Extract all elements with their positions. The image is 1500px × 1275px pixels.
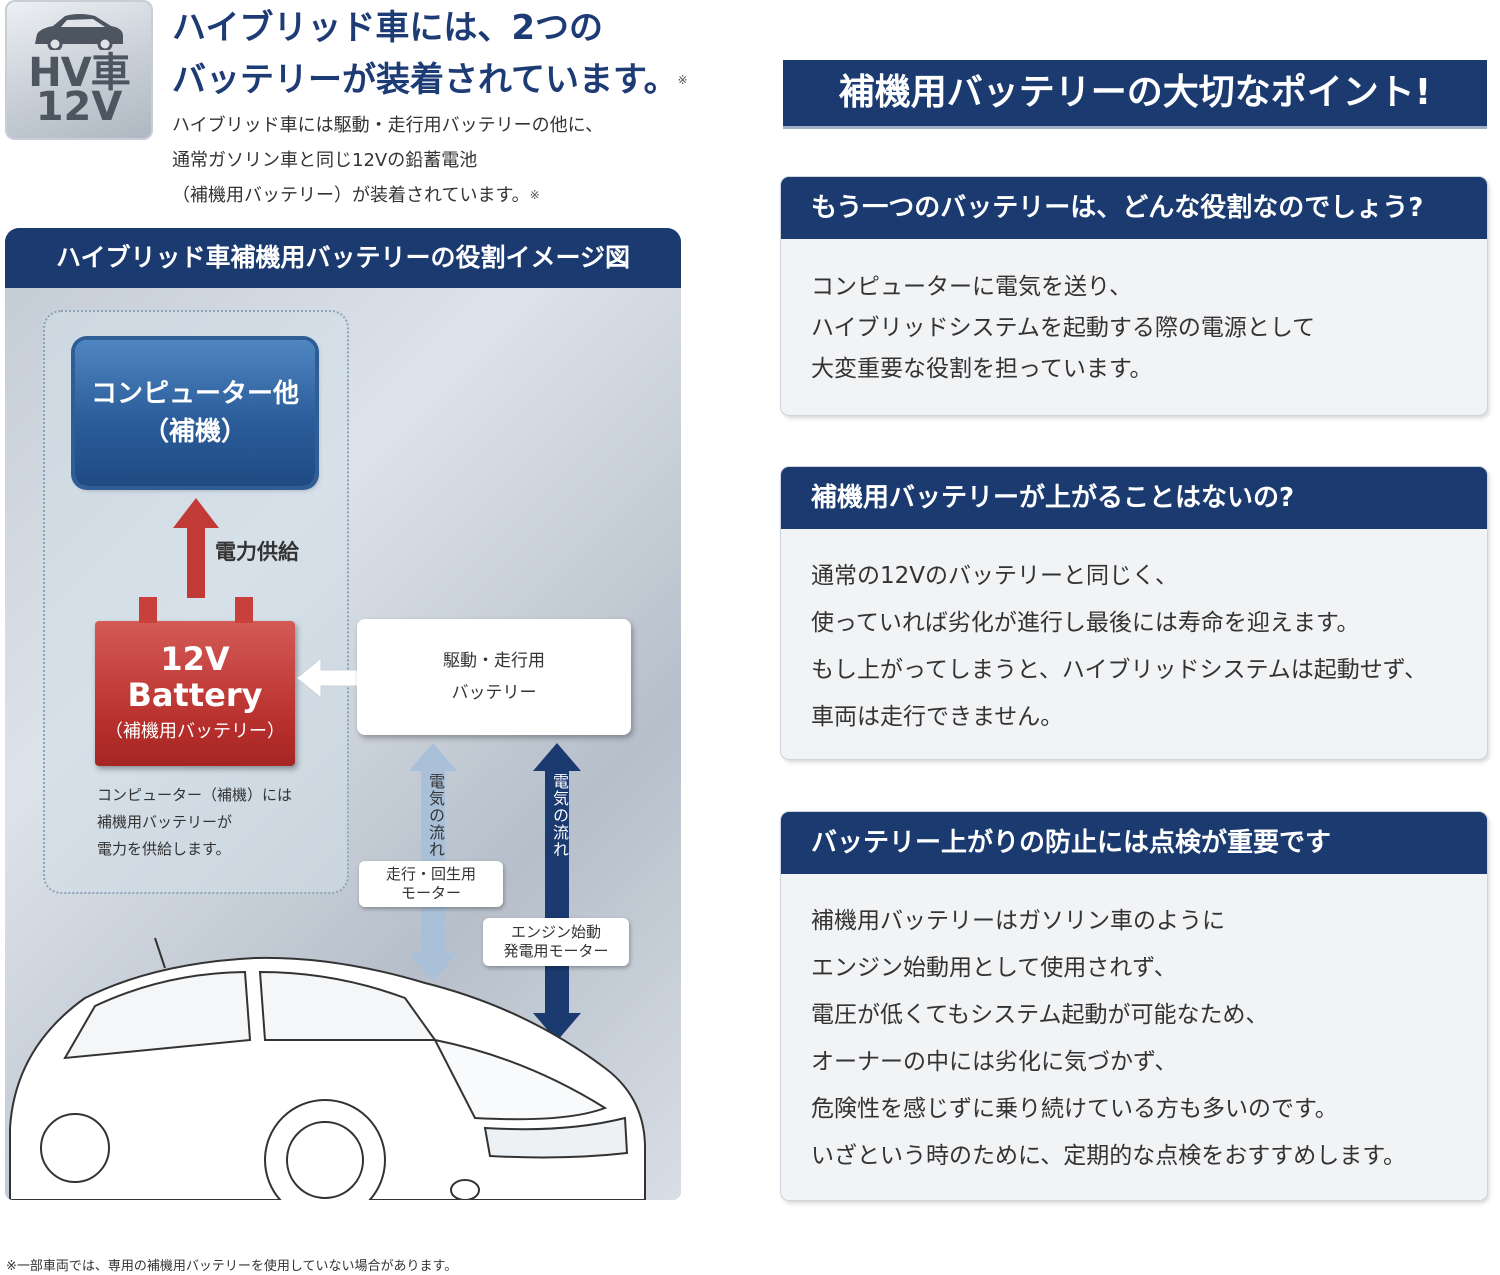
- diagram-title: ハイブリッド車補機用バッテリーの役割イメージ図: [5, 228, 681, 288]
- card-role-heading: もう一つのバッテリーは、どんな役割なのでしょう?: [781, 177, 1487, 239]
- badge-line1: HV車: [28, 50, 130, 96]
- car-icon: [35, 14, 123, 50]
- battery-note-line3: 電力を供給します。: [97, 840, 231, 858]
- title-line1: ハイブリッド車には、2つの: [172, 8, 603, 48]
- role-diagram-panel: ハイブリッド車補機用バッテリーの役割イメージ図 コンピューター他 （補機） 電力…: [5, 228, 681, 1200]
- card-inspection-line6: いざという時のために、定期的な点検をおすすめします。: [811, 1143, 1407, 1169]
- card-role-body: コンピューターに電気を送り、 ハイブリッドシステムを起動する際の電源として 大変…: [781, 239, 1487, 390]
- computer-sublabel: （補機）: [142, 417, 247, 447]
- card-role-line1: コンピューターに電気を送り、: [811, 274, 1133, 300]
- battery-terminal-left: [139, 597, 157, 623]
- card-dead-battery: 補機用バッテリーが上がることはないの? 通常の12Vのバッテリーと同じく、 使っ…: [781, 467, 1487, 759]
- card-role-line3: 大変重要な役割を担っています。: [811, 356, 1153, 382]
- intro-line3: （補機用バッテリー）が装着されています。: [172, 185, 530, 206]
- motor1-line2: モーター: [400, 884, 461, 902]
- intro-line3-wrap: （補機用バッテリー）が装着されています。※: [172, 178, 692, 213]
- drive-regen-motor-box: 走行・回生用 モーター: [359, 861, 503, 907]
- aux-battery: 12V Battery （補機用バッテリー）: [95, 597, 295, 766]
- power-supply-label: 電力供給: [215, 540, 299, 564]
- card-inspection-heading: バッテリー上がりの防止には点検が重要です: [781, 812, 1487, 874]
- card-role-line2: ハイブリッドシステムを起動する際の電源として: [811, 315, 1316, 341]
- battery-note-line2: 補機用バッテリーが: [97, 813, 233, 831]
- intro-text: ハイブリッド車には駆動・走行用バッテリーの他に、 通常ガソリン車と同じ12Vの鉛…: [172, 108, 692, 213]
- card-dead-battery-line4: 車両は走行できません。: [811, 704, 1064, 730]
- card-dead-battery-heading: 補機用バッテリーが上がることはないの?: [781, 467, 1487, 529]
- motor2-line1: エンジン始動: [510, 923, 601, 941]
- flow-label-dark: 電気の流れ: [550, 773, 569, 858]
- flow-label-light: 電気の流れ: [426, 773, 445, 858]
- badge-line2: 12V: [35, 84, 123, 130]
- card-dead-battery-line2: 使っていれば劣化が進行し最後には寿命を迎えます。: [811, 610, 1360, 636]
- engine-start-motor-box: エンジン始動 発電用モーター: [483, 918, 629, 966]
- power-supply-arrow-icon: [173, 498, 219, 598]
- drive-battery-line2: バッテリー: [451, 683, 537, 703]
- card-dead-battery-line3: もし上がってしまうと、ハイブリッドシステムは起動せず、: [811, 657, 1428, 683]
- key-points-banner: 補機用バッテリーの大切なポイント!: [783, 60, 1487, 126]
- card-inspection-line1: 補機用バッテリーはガソリン車のように: [811, 908, 1225, 934]
- battery-terminal-right: [235, 597, 253, 623]
- battery-note: コンピューター（補機）には 補機用バッテリーが 電力を供給します。: [97, 782, 337, 863]
- title-note-mark: ※: [677, 73, 688, 87]
- page-title: ハイブリッド車には、2つの バッテリーが装着されています。※: [172, 2, 732, 106]
- card-role: もう一つのバッテリーは、どんな役割なのでしょう? コンピューターに電気を送り、 …: [781, 177, 1487, 415]
- battery-caption: （補機用バッテリー）: [105, 721, 285, 742]
- card-inspection-line4: オーナーの中には劣化に気づかず、: [811, 1049, 1178, 1075]
- card-inspection: バッテリー上がりの防止には点検が重要です 補機用バッテリーはガソリン車のように …: [781, 812, 1487, 1200]
- motor1-line1: 走行・回生用: [385, 865, 476, 883]
- card-inspection-line2: エンジン始動用として使用されず、: [811, 955, 1177, 981]
- battery-voltage: 12V: [160, 640, 230, 678]
- intro-note-mark: ※: [529, 188, 540, 202]
- computer-label: コンピューター他: [90, 379, 299, 409]
- card-dead-battery-body: 通常の12Vのバッテリーと同じく、 使っていれば劣化が進行し最後には寿命を迎えま…: [781, 529, 1487, 741]
- battery-note-line1: コンピューター（補機）には: [97, 786, 293, 804]
- drive-battery-line1: 駆動・走行用: [443, 651, 545, 671]
- motor2-line2: 発電用モーター: [503, 942, 609, 960]
- title-line2-wrap: バッテリーが装着されています。※: [172, 54, 732, 106]
- hv-12v-badge: HV車 12V: [5, 0, 153, 140]
- card-inspection-body: 補機用バッテリーはガソリン車のように エンジン始動用として使用されず、 電圧が低…: [781, 874, 1487, 1180]
- card-dead-battery-line1: 通常の12Vのバッテリーと同じく、: [811, 563, 1179, 589]
- intro-line2: 通常ガソリン車と同じ12Vの鉛蓄電池: [172, 150, 478, 171]
- battery-word: Battery: [127, 676, 263, 714]
- card-inspection-line5: 危険性を感じずに乗り続けている方も多いのです。: [811, 1096, 1338, 1122]
- computer-box: コンピューター他 （補機）: [75, 340, 315, 486]
- title-line2: バッテリーが装着されています。: [172, 60, 678, 100]
- intro-line1: ハイブリッド車には駆動・走行用バッテリーの他に、: [172, 115, 604, 136]
- hybrid-car-illustration: [9, 937, 646, 1200]
- charge-arrow-icon: [297, 658, 361, 698]
- footnote: ※一部車両では、専用の補機用バッテリーを使用していない場合があります。: [6, 1259, 458, 1274]
- card-inspection-line3: 電圧が低くてもシステム起動が可能なため、: [811, 1002, 1269, 1028]
- drive-battery-box: 駆動・走行用 バッテリー: [357, 619, 631, 735]
